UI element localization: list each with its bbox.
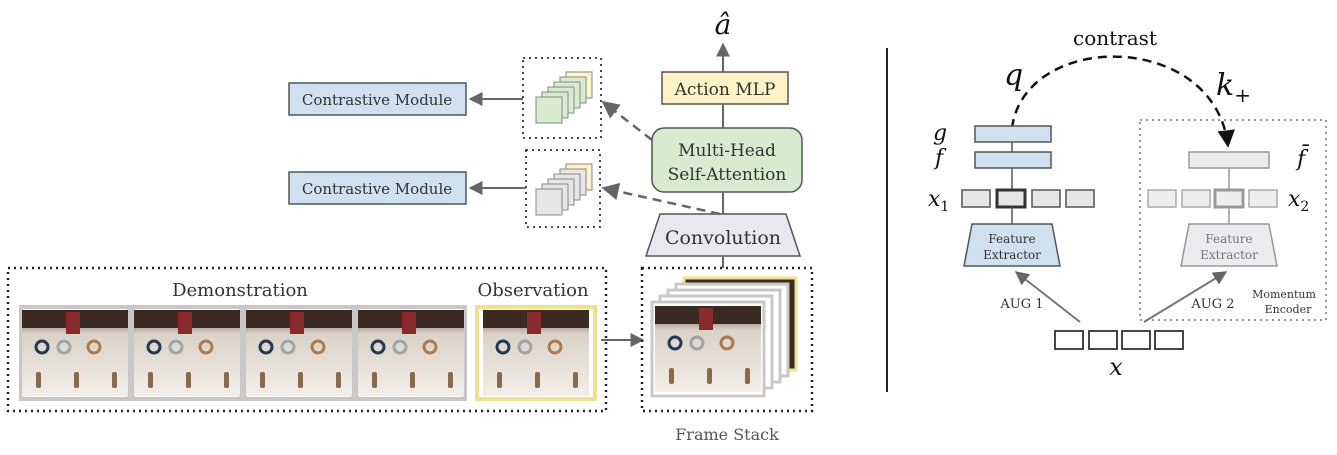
demo-frame-1 bbox=[19, 305, 131, 401]
momentum-extractor-label-line2: Extractor bbox=[1200, 248, 1258, 262]
frame-stack bbox=[650, 276, 798, 398]
aug2-arrow bbox=[1143, 271, 1228, 323]
contrastive-module-bottom-label: Contrastive Module bbox=[302, 180, 452, 198]
f-bar-label: f̄ bbox=[1295, 144, 1310, 172]
momentum-extractor-label-line1: Feature bbox=[1205, 232, 1252, 246]
top-feature-stack bbox=[535, 71, 593, 124]
dashed-arrow-conv-to-features bbox=[601, 182, 721, 216]
output-action-symbol: â bbox=[715, 8, 732, 41]
demo-frame-2 bbox=[131, 305, 243, 401]
x1-tokens bbox=[961, 188, 1095, 209]
momentum-feature-extractor bbox=[1180, 223, 1278, 267]
aug1-arrow bbox=[1014, 271, 1081, 323]
x-tokens bbox=[1054, 330, 1184, 350]
attention-label-line1: Multi-Head bbox=[678, 141, 776, 161]
momentum-encoder-label-line2: Encoder bbox=[1265, 303, 1312, 316]
f-projection-bar bbox=[974, 151, 1052, 169]
demonstration-label: Demonstration bbox=[172, 280, 308, 301]
contrastive-module-top bbox=[288, 82, 467, 116]
action-mlp-box bbox=[661, 71, 789, 105]
demo-frame-4 bbox=[355, 305, 467, 401]
aug1-label: AUG 1 bbox=[999, 297, 1043, 312]
contrastive-module-bottom bbox=[288, 171, 467, 205]
frame-stack-label: Frame Stack bbox=[675, 425, 779, 444]
input-frames-box bbox=[6, 266, 608, 413]
x2-subscript: 2 bbox=[1300, 199, 1309, 215]
g-projection-bar bbox=[974, 125, 1052, 143]
aug2-label: AUG 2 bbox=[1190, 297, 1234, 312]
contrast-label: contrast bbox=[1073, 26, 1157, 50]
action-mlp-label: Action MLP bbox=[674, 80, 776, 100]
momentum-encoder-box bbox=[1139, 119, 1327, 321]
convolution-block bbox=[644, 213, 802, 257]
observation-label: Observation bbox=[477, 280, 589, 301]
feature-extractor-label-line2: Extractor bbox=[983, 248, 1041, 262]
feature-extractor bbox=[963, 223, 1061, 267]
x-label: x bbox=[1109, 353, 1123, 381]
feature-extractor-label-line1: Feature bbox=[988, 232, 1035, 246]
contrast-arc bbox=[1010, 55, 1235, 148]
demo-frame-3 bbox=[243, 305, 355, 401]
k-plus-label: k+ bbox=[1216, 68, 1251, 107]
momentum-encoder-label-line1: Momentum bbox=[1252, 288, 1316, 301]
x1-label: x1 bbox=[928, 187, 949, 215]
g-label: g bbox=[933, 121, 947, 146]
bottom-feature-stack bbox=[535, 163, 593, 216]
dashed-arrow-attention-to-features bbox=[601, 100, 653, 141]
bottom-feature-stack-box bbox=[525, 149, 601, 228]
q-label: q bbox=[1004, 58, 1023, 93]
k-plus-subscript: + bbox=[1234, 83, 1251, 107]
contrastive-module-top-label: Contrastive Module bbox=[302, 91, 452, 109]
attention-box bbox=[651, 127, 803, 193]
frame-stack-box bbox=[640, 266, 814, 413]
x1-subscript: 1 bbox=[940, 199, 949, 215]
x2-label: x2 bbox=[1288, 187, 1309, 215]
convolution-label: Convolution bbox=[665, 227, 781, 249]
observation-frame bbox=[475, 305, 597, 401]
f-label: f bbox=[933, 146, 947, 171]
attention-label-line2: Self-Attention bbox=[668, 165, 787, 185]
f-bar-projection-bar bbox=[1188, 151, 1270, 169]
x2-tokens bbox=[1147, 188, 1278, 209]
